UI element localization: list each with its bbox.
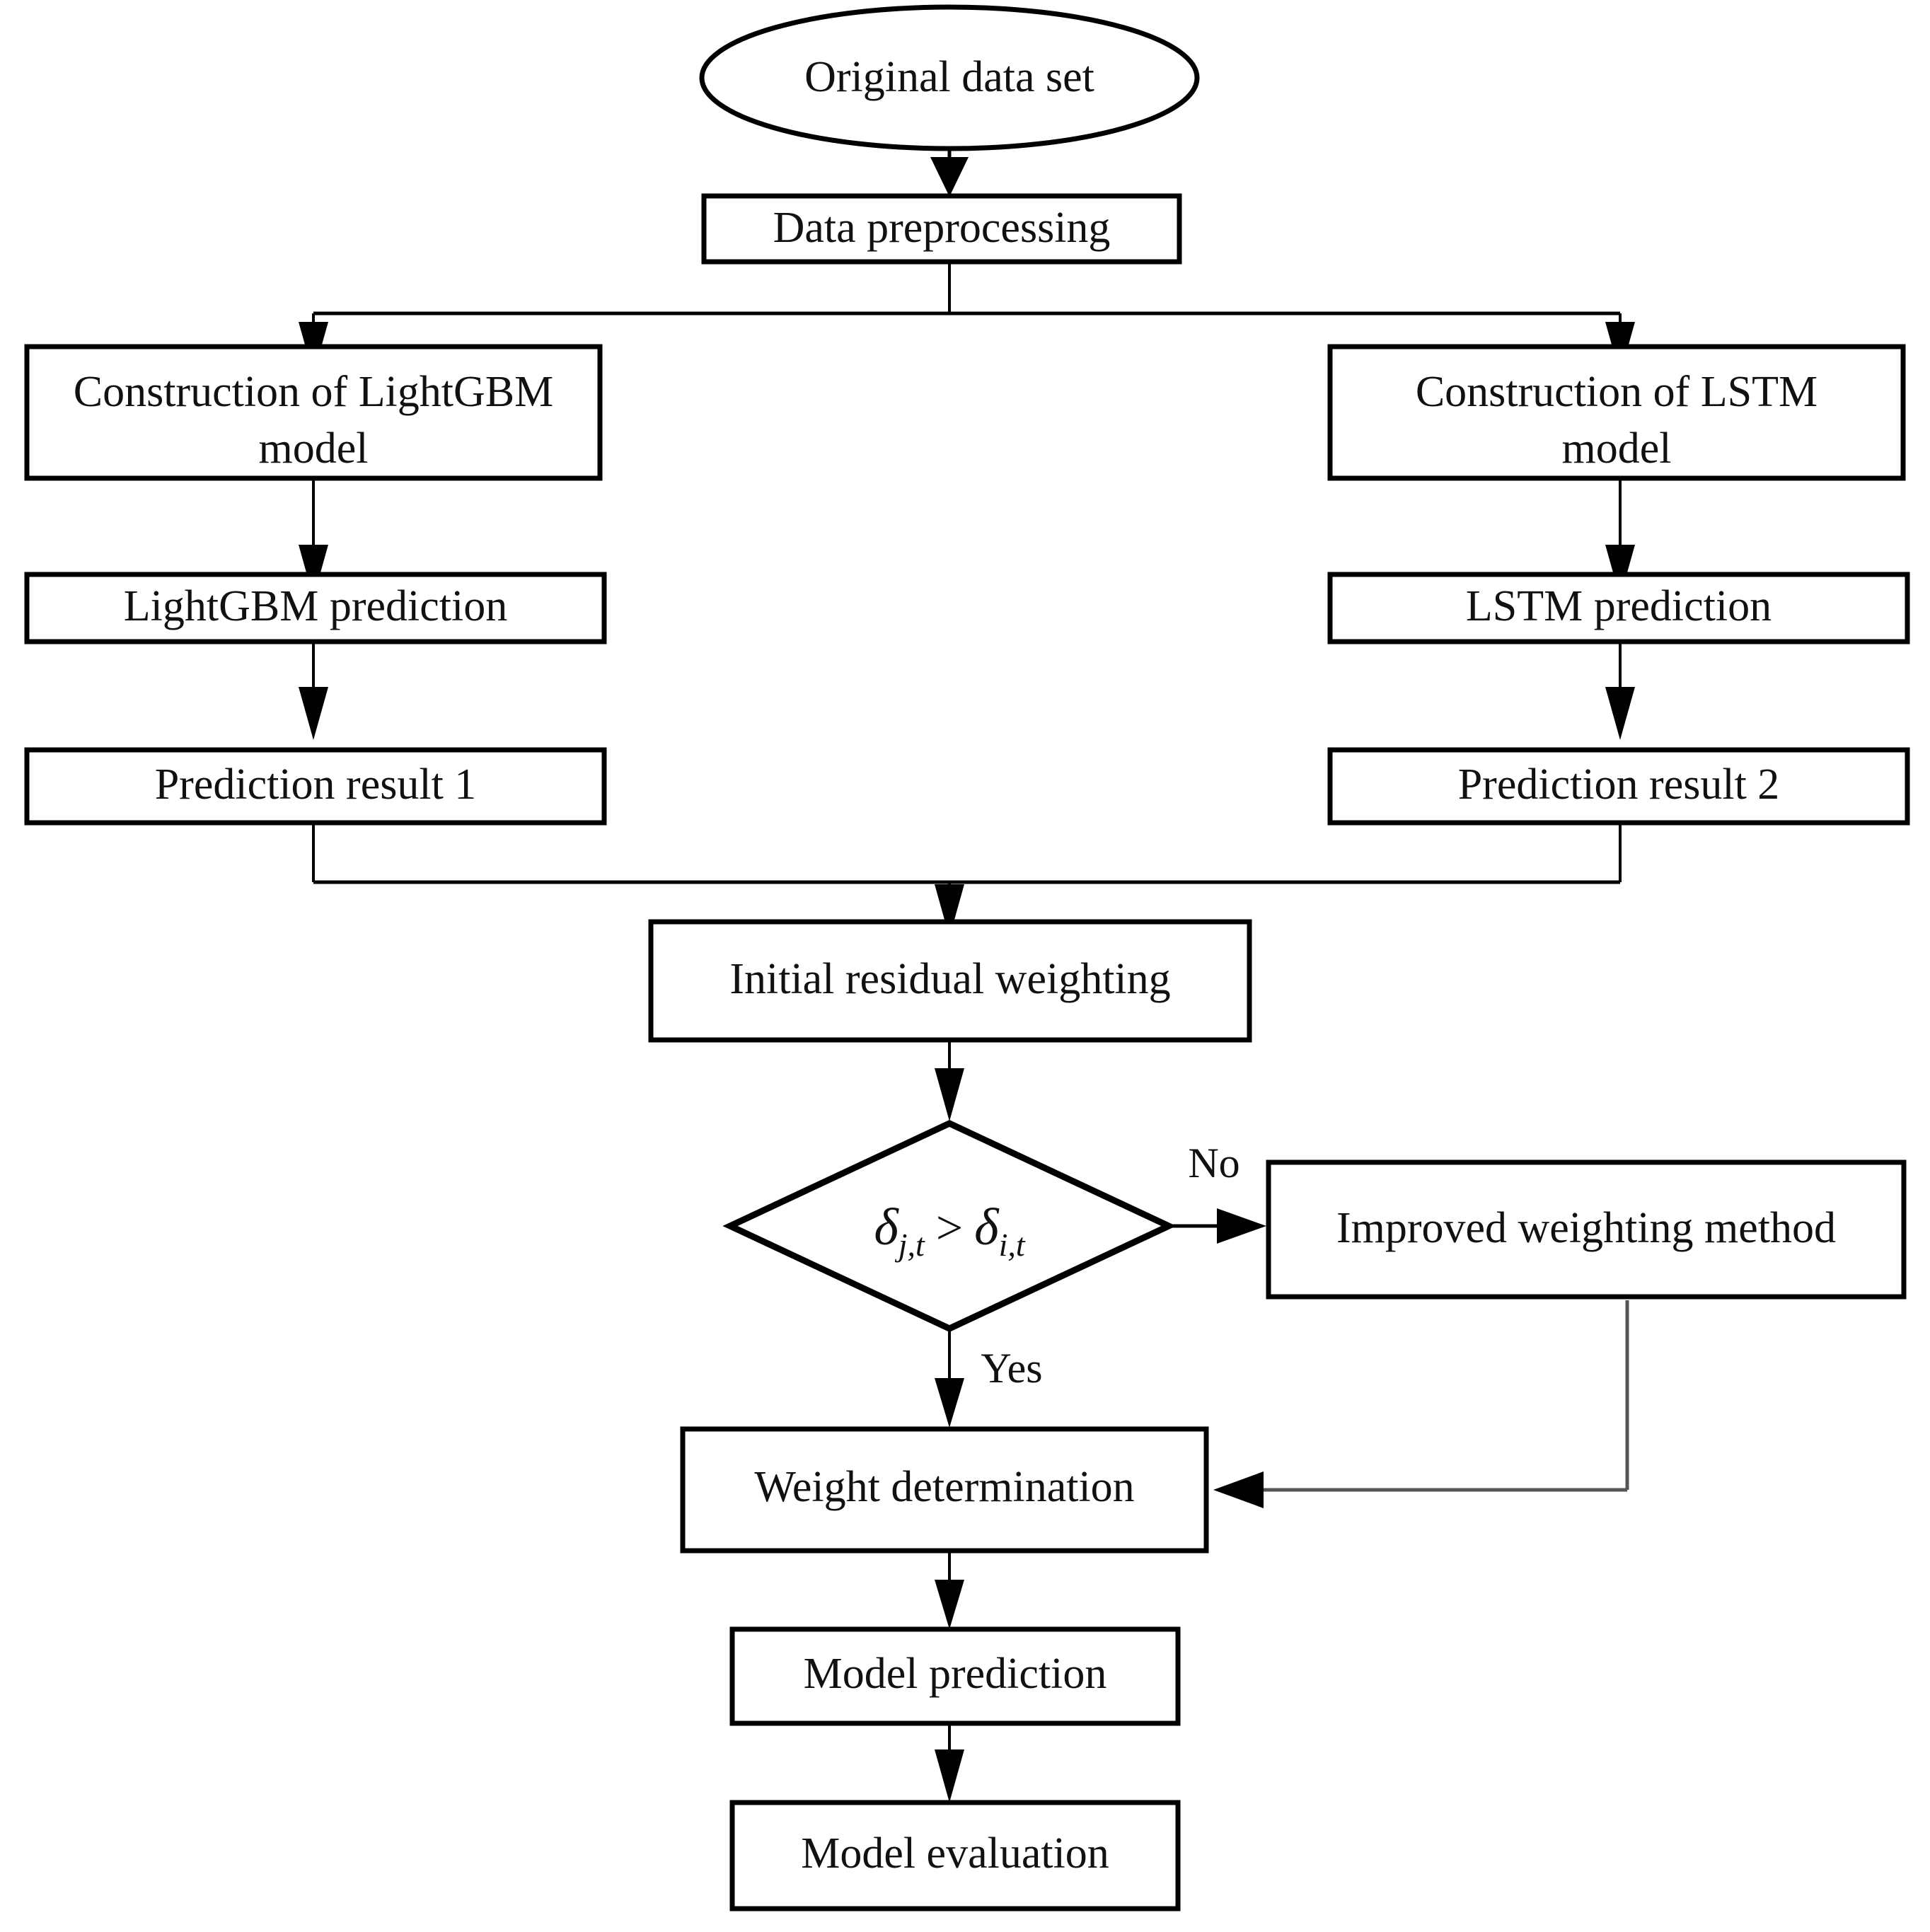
node-construction-lightgbm[interactable]: Construction of LightGBM model: [24, 344, 603, 481]
edge-model-prediction-to-evaluation: [935, 1723, 964, 1803]
node-prediction-result-1-label: Prediction result 1: [155, 760, 477, 809]
decision-right-subscript: i,t: [999, 1227, 1026, 1263]
node-construction-lstm-label-line2: model: [1562, 424, 1672, 473]
node-data-preprocessing[interactable]: Data preprocessing: [701, 193, 1182, 265]
node-model-evaluation-label: Model evaluation: [801, 1829, 1109, 1878]
node-model-prediction-label: Model prediction: [804, 1650, 1107, 1698]
node-construction-lightgbm-label-line1: Construction of LightGBM: [74, 368, 554, 416]
edge-decision-no: [1169, 1208, 1266, 1244]
node-lstm-prediction[interactable]: LSTM prediction: [1327, 572, 1910, 644]
edge-lstm-predict-to-result: [1605, 642, 1635, 740]
node-weight-determination[interactable]: Weight determination: [680, 1426, 1209, 1554]
edge-lstm-construct-to-predict: [1605, 478, 1635, 598]
node-model-evaluation[interactable]: Model evaluation: [729, 1800, 1181, 1911]
edge-lightgbm-predict-to-result: [299, 642, 328, 740]
decision-operator: >: [936, 1201, 963, 1254]
node-prediction-result-2-label: Prediction result 2: [1458, 760, 1780, 809]
edge-decision-yes: [935, 1331, 964, 1428]
decision-left-subscript: j,t: [895, 1227, 925, 1263]
edge-label-yes: Yes: [981, 1345, 1042, 1392]
node-model-prediction[interactable]: Model prediction: [729, 1626, 1181, 1726]
decision-left-symbol: δ: [874, 1198, 899, 1256]
node-weight-determination-label: Weight determination: [754, 1463, 1134, 1511]
node-lstm-prediction-label: LSTM prediction: [1466, 582, 1772, 630]
node-construction-lstm[interactable]: Construction of LSTM model: [1327, 344, 1906, 481]
edge-label-no: No: [1188, 1140, 1240, 1186]
decision-right-symbol: δ: [974, 1198, 1000, 1256]
node-initial-residual-weighting[interactable]: Initial residual weighting: [648, 919, 1252, 1043]
node-lightgbm-prediction-label: LightGBM prediction: [124, 582, 507, 630]
node-original-data-set-label: Original data set: [804, 53, 1094, 101]
edge-weight-to-model-prediction: [935, 1551, 964, 1629]
node-decision-expression: δj,t>δi,t: [874, 1198, 1026, 1263]
node-construction-lstm-label-line1: Construction of LSTM: [1416, 368, 1818, 416]
edge-weighting-to-decision: [935, 1040, 964, 1121]
node-prediction-result-2[interactable]: Prediction result 2: [1327, 747, 1910, 826]
node-data-preprocessing-label: Data preprocessing: [773, 204, 1111, 252]
node-improved-weighting-method-label: Improved weighting method: [1336, 1204, 1836, 1252]
edge-results-merge: [312, 823, 1622, 937]
node-decision-residual-compare[interactable]: δj,t>δi,t: [722, 1120, 1177, 1332]
node-prediction-result-1[interactable]: Prediction result 1: [24, 747, 607, 826]
node-lightgbm-prediction[interactable]: LightGBM prediction: [24, 572, 607, 644]
edge-lightgbm-construct-to-predict: [299, 478, 328, 598]
edge-improved-feedback: [1213, 1300, 1629, 1508]
node-initial-residual-weighting-label: Initial residual weighting: [729, 955, 1170, 1003]
node-improved-weighting-method[interactable]: Improved weighting method: [1266, 1159, 1907, 1300]
node-original-data-set[interactable]: Original data set: [699, 4, 1200, 151]
node-construction-lightgbm-label-line2: model: [259, 424, 369, 473]
